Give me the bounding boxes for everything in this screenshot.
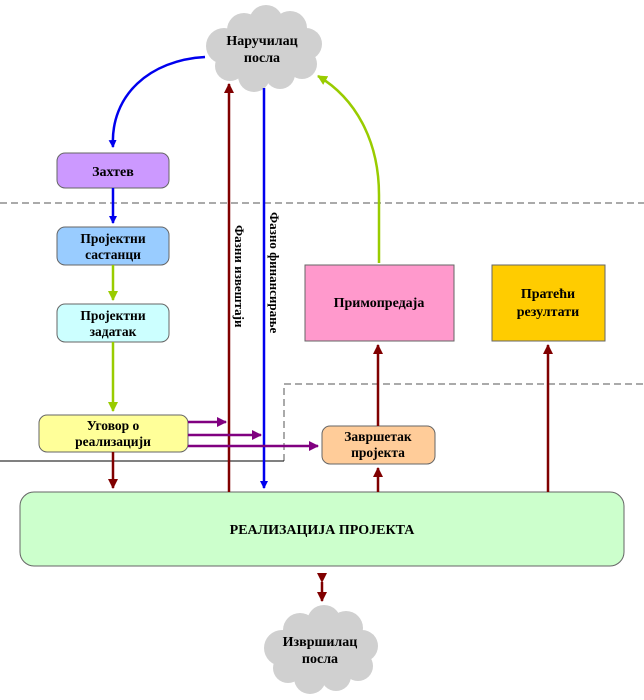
completion-label-line2: пројекта bbox=[351, 445, 405, 460]
contract-label-line1: Уговор о bbox=[87, 418, 140, 433]
realization-label: РЕАЛИЗАЦИЈА ПРОЈЕКТА bbox=[230, 523, 416, 538]
client-label-line2: посла bbox=[244, 51, 280, 66]
byproducts-label-line2: резултати bbox=[517, 305, 579, 320]
contractor-label-line1: Извршилац bbox=[283, 635, 358, 650]
phase-financing-label: Фазно финансирање bbox=[267, 212, 282, 333]
contractor-cloud: Извршилац посла bbox=[264, 605, 378, 694]
client-label-line1: Наручилац bbox=[226, 34, 297, 49]
task-label-line1: Пројектни bbox=[80, 308, 145, 323]
task-label-line2: задатак bbox=[90, 324, 137, 339]
realization-box: РЕАЛИЗАЦИЈА ПРОЈЕКТА bbox=[19, 491, 625, 567]
meetings-label-line2: састанци bbox=[85, 247, 141, 262]
boundary-dashed-lower bbox=[283, 383, 644, 461]
completion-box: Завршетак пројекта bbox=[321, 425, 436, 465]
byproducts-box: Пратећи резултати bbox=[491, 264, 606, 342]
completion-label-line1: Завршетак bbox=[344, 429, 412, 444]
client-cloud: Наручилац посла bbox=[206, 5, 322, 92]
contractor-label-line2: посла bbox=[302, 652, 338, 667]
handover-label: Примопредаја bbox=[334, 296, 425, 311]
byproducts-label-line1: Пратећи bbox=[521, 287, 575, 302]
meetings-label-line1: Пројектни bbox=[80, 231, 145, 246]
arrow-client-to-request bbox=[108, 55, 206, 148]
project-task-box: Пројектни задатак bbox=[56, 303, 170, 343]
phase-reports-label: Фазни извештаји bbox=[232, 225, 247, 328]
arrow-handover-to-client bbox=[317, 74, 381, 263]
request-label: Захтев bbox=[92, 165, 134, 180]
handover-box: Примопредаја bbox=[304, 264, 455, 342]
project-meetings-box: Пројектни састанци bbox=[56, 226, 170, 266]
request-box: Захтев bbox=[56, 152, 170, 189]
contract-label-line2: реализацији bbox=[75, 434, 151, 449]
contract-box: Уговор о реализацији bbox=[38, 414, 189, 453]
